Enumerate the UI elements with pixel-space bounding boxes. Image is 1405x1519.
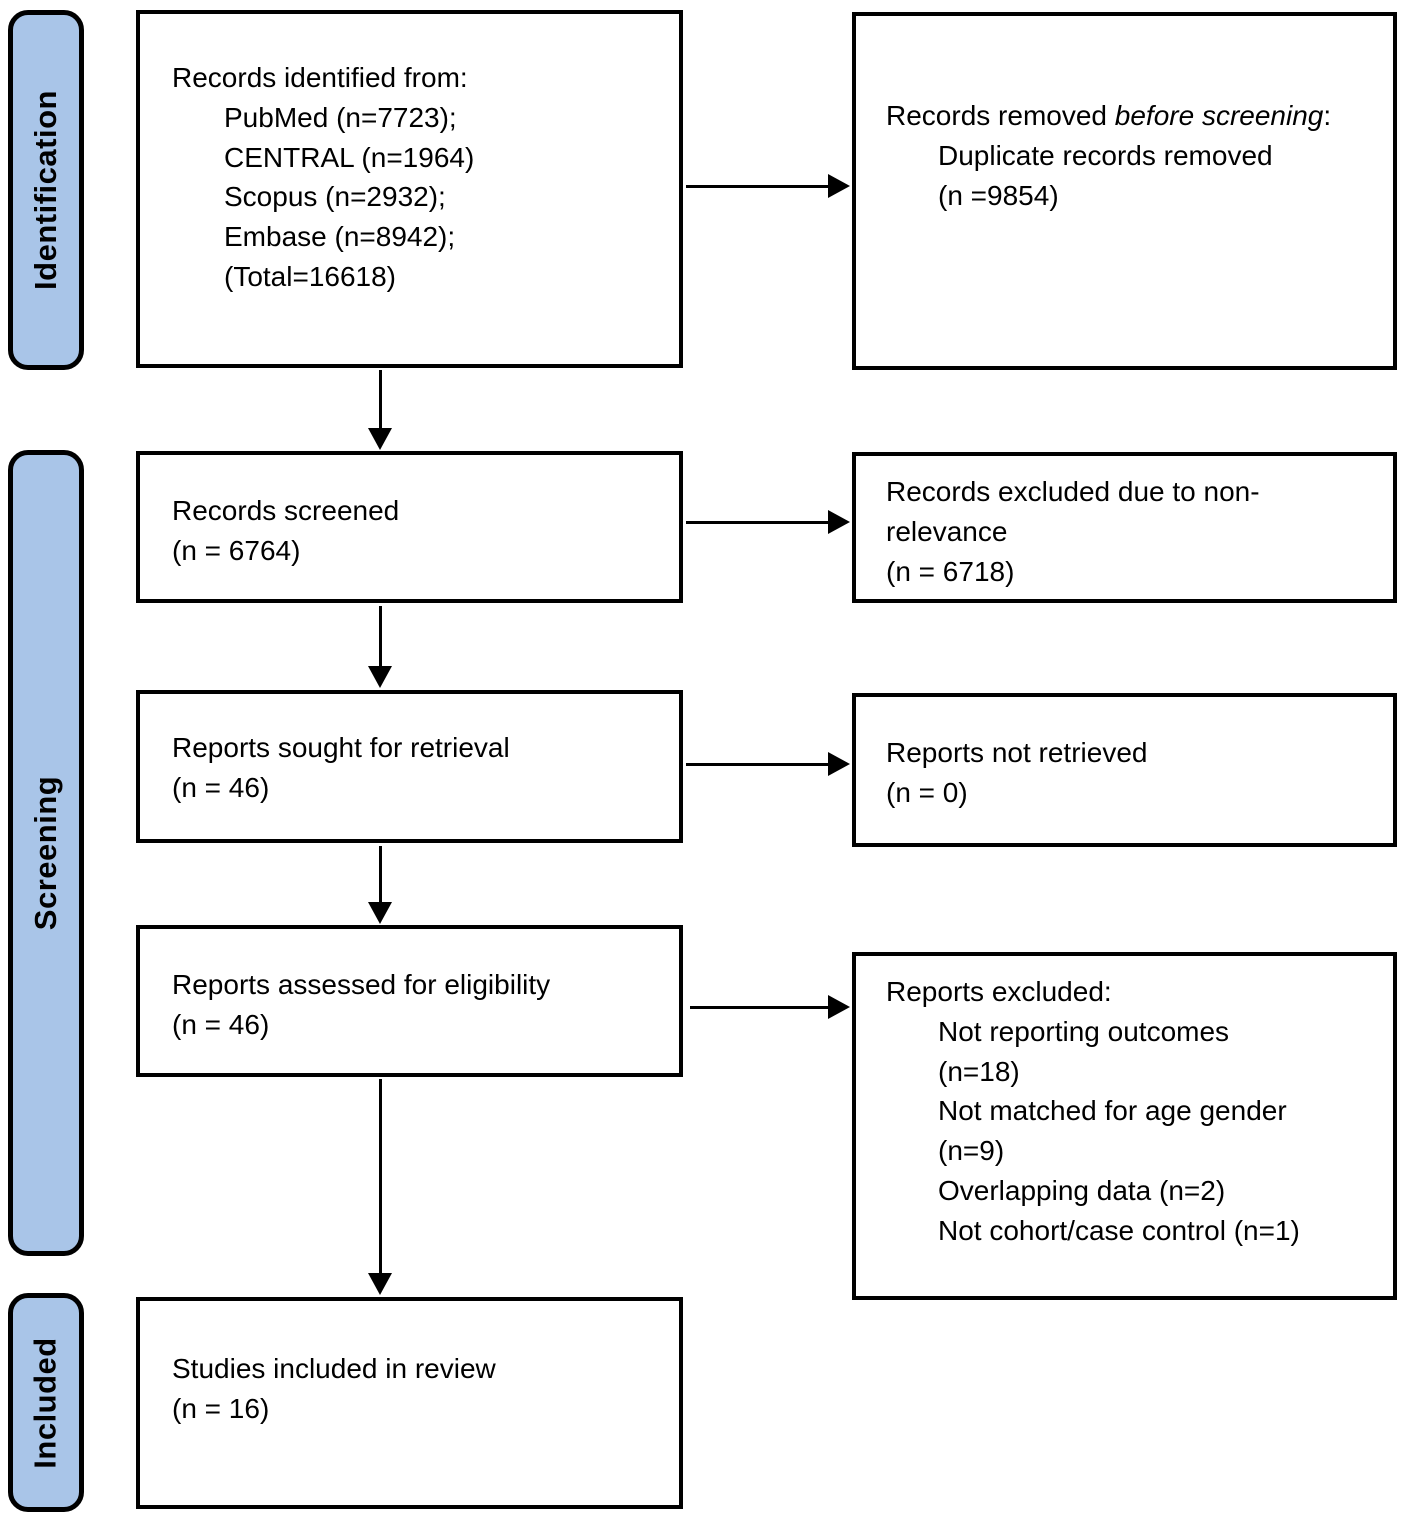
arrow-identified-to-screened-icon [368, 370, 392, 450]
arrow-sought-to-notretrieved-icon [686, 752, 850, 776]
list-item: Overlapping data (n=2) [938, 1174, 1226, 1206]
records-removed-reasons: Duplicate records removed (n =9854) [886, 136, 1373, 216]
reports-sought-text: Reports sought for retrieval (n = 46) [172, 732, 510, 803]
records-identified-title: Records identified from: [172, 62, 468, 93]
box-reports-excluded: Reports excluded: Not reporting outcomes… [852, 952, 1397, 1300]
arrow-assessed-to-included-icon [368, 1079, 392, 1295]
records-removed-title-prefix: Records removed [886, 100, 1115, 131]
records-removed-title-italic: before screening [1114, 100, 1324, 131]
list-item: Scopus (n=2932); [224, 181, 446, 213]
studies-included-text: Studies included in review (n = 16) [172, 1353, 496, 1424]
stage-band-identification: Identification [8, 10, 84, 370]
list-item: Not matched for age gender (n=9) [938, 1095, 1287, 1166]
reports-excluded-reasons: Not reporting outcomes (n=18) Not matched… [886, 1012, 1373, 1251]
box-reports-sought: Reports sought for retrieval (n = 46) [136, 690, 683, 843]
list-item: CENTRAL (n=1964) [224, 141, 475, 173]
list-item: (Total=16618) [224, 260, 397, 292]
records-removed-title-suffix: : [1323, 100, 1332, 131]
list-item: PubMed (n=7723); [224, 101, 457, 133]
list-item: Not reporting outcomes (n=18) [938, 1015, 1230, 1087]
box-reports-assessed: Reports assessed for eligibility (n = 46… [136, 925, 683, 1077]
arrow-screened-to-sought-icon [368, 606, 392, 688]
list-item: Duplicate records removed (n =9854) [938, 139, 1273, 211]
arrow-screened-to-excluded-icon [686, 510, 850, 534]
records-excluded-nonrelevance-text: Records excluded due to non-relevance (n… [886, 476, 1260, 587]
stage-label-identification: Identification [28, 90, 64, 290]
arrow-identified-to-removed-icon [686, 174, 850, 198]
list-item: Not cohort/case control (n=1) [938, 1214, 1300, 1246]
box-reports-not-retrieved: Reports not retrieved (n = 0) [852, 693, 1397, 847]
reports-not-retrieved-text: Reports not retrieved (n = 0) [886, 737, 1148, 808]
records-removed-title: Records removed before screening: [886, 96, 1373, 136]
box-records-screened: Records screened (n = 6764) [136, 451, 683, 603]
stage-band-screening: Screening [8, 450, 84, 1256]
stage-label-screening: Screening [28, 775, 64, 931]
box-records-identified: Records identified from: PubMed (n=7723)… [136, 10, 683, 368]
records-screened-text: Records screened (n = 6764) [172, 495, 400, 566]
box-records-removed: Records removed before screening: Duplic… [852, 12, 1397, 370]
list-item: Embase (n=8942); [224, 221, 456, 252]
arrow-sought-to-assessed-icon [368, 846, 392, 924]
arrow-assessed-to-reportsexcluded-icon [690, 995, 850, 1019]
reports-assessed-text: Reports assessed for eligibility (n = 46… [172, 969, 551, 1040]
stage-band-included: Included [8, 1293, 84, 1512]
stage-label-included: Included [28, 1336, 64, 1469]
box-records-excluded-nonrelevance: Records excluded due to non-relevance (n… [852, 452, 1397, 603]
box-studies-included: Studies included in review (n = 16) [136, 1297, 683, 1509]
records-identified-sources: PubMed (n=7723); CENTRAL (n=1964) Scopus (… [172, 98, 659, 297]
reports-excluded-title: Reports excluded: [886, 976, 1112, 1007]
